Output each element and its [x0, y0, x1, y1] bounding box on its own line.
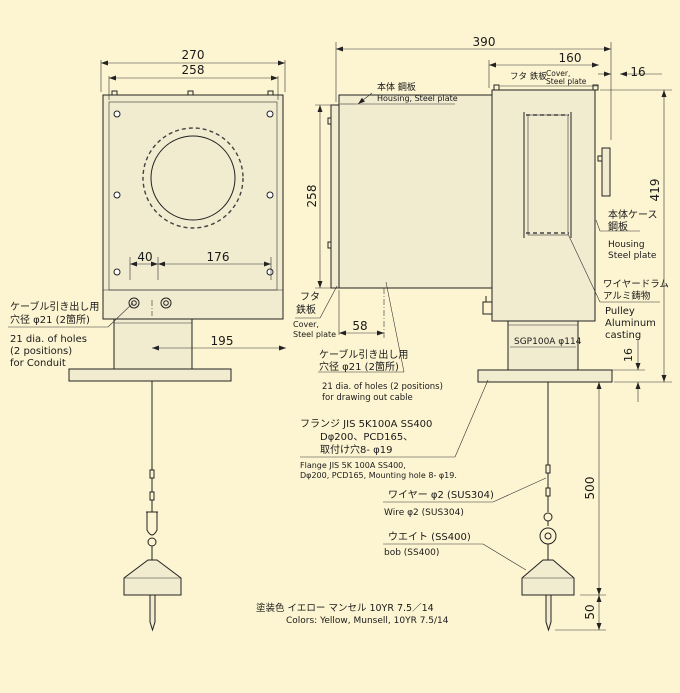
body-case-jp: 本体ケース鋼板 [608, 208, 658, 233]
flange-en: Flange JIS 5K 100A SS400, Dφ200, PCD165,… [300, 461, 457, 480]
dim-40: 40 [137, 250, 152, 264]
dim-390: 390 [473, 35, 496, 49]
front-housing [102, 94, 284, 320]
color-en: Colors: Yellow, Munsell, 10YR 7.5/14 [286, 616, 449, 626]
dim-270: 270 [182, 48, 205, 62]
front-conduit-en: 21 dia. of holes (2 positions) for Condu… [10, 334, 90, 369]
dim-58: 58 [352, 319, 367, 333]
side-housing [338, 94, 499, 289]
front-view [68, 90, 284, 632]
dim-500: 500 [583, 477, 597, 500]
front-drum-circle [150, 135, 236, 221]
front-flange [68, 368, 232, 382]
housing-jp: 本体 鋼板 [377, 81, 416, 93]
side-cover-en: Cover,Steel plate [293, 320, 336, 339]
cover-top-en: Cover,Steel plate [546, 69, 587, 86]
front-bob [123, 559, 182, 596]
dim-258-side: 258 [305, 185, 319, 208]
side-view [327, 84, 613, 632]
flange-jp: フランジ JIS 5K100A SS400 Dφ200、PCD165、 取付け穴… [300, 418, 436, 456]
dim-176: 176 [207, 250, 230, 264]
dim-50: 50 [583, 604, 597, 619]
front-drum-dashed [142, 127, 244, 229]
side-dimensions: 390 160 16 258 58 419 16 500 50 [305, 35, 672, 631]
front-bolts [113, 110, 274, 276]
wire-jp: ワイヤー φ2 (SUS304) [388, 490, 494, 501]
bob-en: bob (SS400) [384, 548, 439, 558]
dim-16-flange: 16 [622, 348, 635, 362]
dim-195: 195 [211, 334, 234, 348]
dim-160: 160 [559, 51, 582, 65]
conduit-holes [128, 297, 172, 309]
color-jp: 塗装色 イエロー マンセル 10YR 7.5／14 [256, 602, 434, 614]
front-pipe [113, 318, 193, 370]
side-flange [477, 369, 613, 383]
side-cover-left [330, 104, 340, 289]
front-conduit-jp: ケーブル引き出し用 穴径 φ21 (2箇所) [10, 300, 103, 326]
dim-258-front: 258 [182, 63, 205, 77]
cable-en: 21 dia. of holes (2 positions)for drawin… [322, 382, 443, 403]
side-case [491, 89, 596, 322]
side-cover-jp: フタ鉄板 [296, 291, 320, 316]
side-pipe [507, 320, 579, 371]
wire-en: Wire φ2 (SUS304) [384, 508, 464, 518]
dim-419: 419 [648, 179, 662, 202]
bob-jp: ウエイト (SS400) [388, 531, 471, 543]
dim-16-top: 16 [630, 65, 645, 79]
cover-top-jp: フタ 鉄板 [510, 71, 547, 82]
side-bob [521, 559, 575, 596]
cable-jp: ケーブル引き出し用穴径 φ21 (2箇所) [319, 348, 408, 373]
front-conduit-callout: ケーブル引き出し用 穴径 φ21 (2箇所) 21 dia. of holes … [8, 300, 134, 369]
color-note: 塗装色 イエロー マンセル 10YR 7.5／14 Colors: Yellow… [256, 602, 449, 626]
pulley-jp: ワイヤードラムアルミ鋳物 [603, 279, 669, 302]
housing-en: Housing, Steel plate [377, 94, 458, 103]
side-callouts: 本体 鋼板 Housing, Steel plate フタ 鉄板 Cover,S… [293, 69, 669, 571]
sgp-label: SGP100A φ114 [514, 337, 582, 347]
front-dimensions: 270 258 40 176 195 [100, 48, 286, 351]
